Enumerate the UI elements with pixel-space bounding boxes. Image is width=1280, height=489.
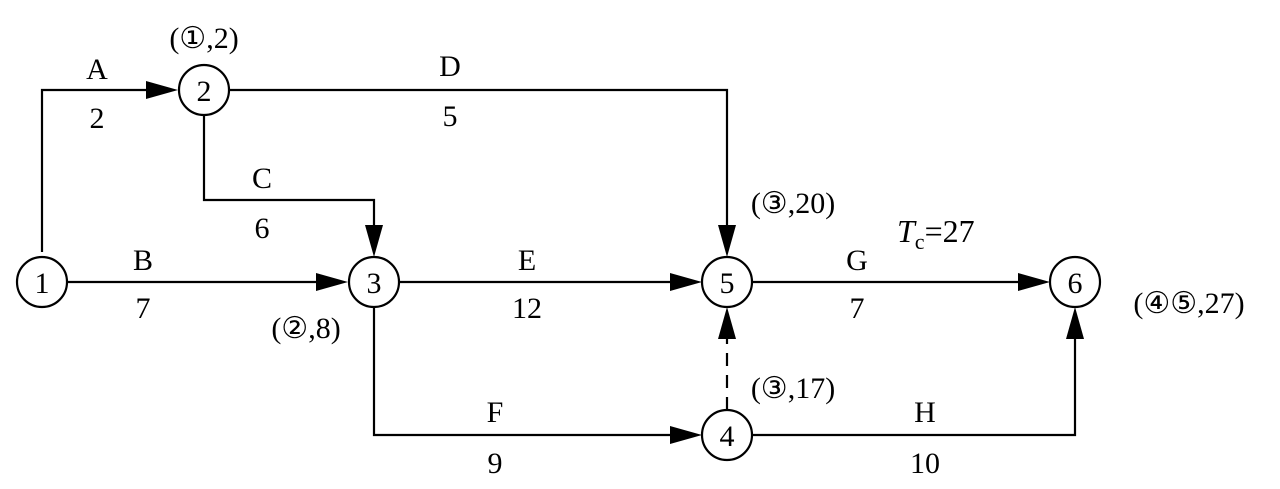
- node-3-circle: [347, 255, 401, 309]
- activity-e-arrowhead: [670, 273, 702, 291]
- node-5-circle: [700, 255, 754, 309]
- activity-h-name: H: [914, 396, 936, 429]
- node-2-label: 2: [197, 75, 212, 108]
- total-duration-subscript: c: [915, 229, 925, 254]
- activity-c-name: C: [252, 162, 272, 195]
- activity-d-name: D: [439, 50, 461, 83]
- activity-a-arrowhead: [146, 81, 178, 99]
- activity-f-arrowhead: [670, 426, 702, 444]
- node-2-circle: [177, 63, 231, 117]
- node-3-annotation: (②,8): [271, 312, 340, 345]
- activity-c-arrow: [202, 115, 376, 232]
- node-1: 1: [15, 255, 69, 309]
- node-6: 6: [1048, 255, 1102, 309]
- activity-h-arrowhead: [1066, 307, 1084, 339]
- total-duration-symbol: T: [897, 213, 917, 249]
- activity-h-arrow: [752, 332, 1077, 437]
- node-5-label: 5: [720, 267, 735, 300]
- activity-a-duration: 2: [90, 102, 105, 135]
- activity-f-duration: 9: [488, 447, 503, 480]
- activity-b-arrowhead: [316, 273, 348, 291]
- activity-b-duration: 7: [136, 292, 151, 325]
- node-2-annotation: (①,2): [169, 22, 238, 55]
- activity-g-arrowhead: [1018, 273, 1050, 291]
- node-4-circle: [700, 408, 754, 462]
- node-5-annotation: (③,20): [751, 187, 835, 220]
- activity-a-arrow: [40, 88, 154, 252]
- activity-b-name: B: [133, 244, 153, 277]
- node-1-label: 1: [35, 267, 50, 300]
- activity-f-arrow: [372, 307, 677, 437]
- activity-d-arrow: [229, 88, 729, 232]
- node-4: 4: [700, 408, 754, 462]
- activity-c-duration: 6: [255, 212, 270, 245]
- activity-g-name: G: [846, 244, 868, 277]
- node-4-label: 4: [720, 420, 735, 453]
- activity-c-arrowhead: [365, 225, 383, 257]
- node-6-annotation: (④⑤,27): [1133, 287, 1244, 320]
- total-duration-label: Tc=27: [897, 213, 975, 254]
- dummy-activity-arrowhead: [718, 307, 736, 339]
- node-1-circle: [15, 255, 69, 309]
- node-6-label: 6: [1068, 267, 1083, 300]
- activity-e-name: E: [518, 244, 536, 277]
- node-4-annotation: (③,17): [751, 372, 835, 405]
- node-5: 5: [700, 255, 754, 309]
- activity-f-name: F: [487, 396, 504, 429]
- activity-g-duration: 7: [850, 292, 865, 325]
- node-3: 3: [347, 255, 401, 309]
- activity-e-duration: 12: [512, 292, 542, 325]
- node-2: 2: [177, 63, 231, 117]
- activity-h-duration: 10: [910, 447, 940, 480]
- activity-a-name: A: [86, 53, 108, 86]
- activity-d-duration: 5: [443, 100, 458, 133]
- total-duration-value: =27: [925, 213, 975, 249]
- node-3-label: 3: [367, 267, 382, 300]
- activity-d-arrowhead: [718, 225, 736, 257]
- node-6-circle: [1048, 255, 1102, 309]
